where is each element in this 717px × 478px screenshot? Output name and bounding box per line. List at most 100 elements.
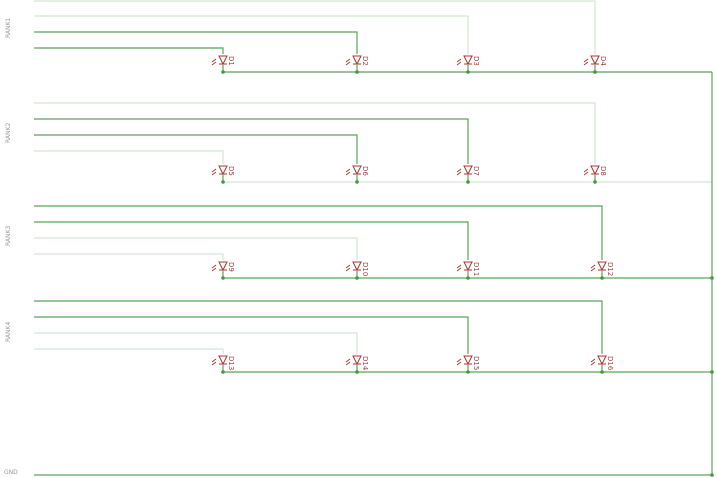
row-wire [34, 332, 358, 354]
junction-dot [466, 276, 470, 280]
led-label: D9 [227, 262, 235, 272]
led-label: D1 [227, 56, 235, 66]
row-wire [34, 205, 603, 260]
led-arrow [211, 358, 217, 363]
led-symbol [456, 355, 473, 366]
led-symbol [590, 355, 607, 366]
led-arrow [456, 58, 462, 63]
led-symbol [345, 55, 362, 66]
junction-dot [593, 70, 597, 74]
led-symbol [456, 55, 473, 66]
led-arrow [590, 358, 596, 363]
junction-dot [466, 70, 470, 74]
led-arrow [345, 61, 351, 66]
junction-dot [710, 276, 714, 280]
led-arrow [211, 171, 217, 176]
junction-dot [600, 370, 604, 374]
led-arrow [345, 361, 351, 366]
led-triangle [590, 55, 600, 66]
led-arrow [583, 61, 589, 66]
junction-dot [600, 276, 604, 280]
net-label-bottom: GND [4, 469, 18, 476]
row-wire [34, 134, 358, 164]
led-triangle [218, 261, 228, 272]
junction-dot [355, 370, 359, 374]
led-label: D6 [361, 166, 369, 176]
junctions-layer [221, 70, 714, 477]
led-label: D5 [227, 166, 235, 176]
led-symbol [211, 165, 228, 176]
net-label-group2: RANK2 [5, 123, 12, 143]
net-label-group4: RANK4 [5, 322, 12, 342]
led-arrow [456, 264, 462, 269]
led-symbol [583, 55, 600, 66]
led-arrow [345, 58, 351, 63]
led-arrow [456, 168, 462, 173]
led-label: D14 [361, 356, 369, 371]
led-arrow [590, 267, 596, 272]
led-label: D2 [361, 56, 369, 66]
led-triangle [352, 261, 362, 272]
led-triangle [218, 55, 228, 66]
led-label: D8 [599, 166, 607, 176]
led-triangle [352, 55, 362, 66]
led-arrow [456, 61, 462, 66]
led-label: D10 [361, 262, 369, 276]
led-arrow [211, 361, 217, 366]
row-wire [34, 102, 596, 164]
led-label: D7 [472, 166, 480, 176]
junction-dot [710, 370, 714, 374]
row-wire [34, 47, 224, 54]
junction-dot [593, 180, 597, 184]
led-triangle [597, 355, 607, 366]
row-wire [34, 237, 358, 260]
led-arrow [211, 267, 217, 272]
led-symbol [345, 165, 362, 176]
led-symbol [590, 261, 607, 272]
junction-dot [466, 370, 470, 374]
led-symbol [211, 355, 228, 366]
row-wire [34, 348, 224, 354]
wires-layer [34, 0, 713, 476]
junction-dot [710, 473, 714, 477]
led-label: D11 [472, 262, 480, 276]
led-arrow [211, 61, 217, 66]
led-arrow [583, 171, 589, 176]
led-arrow [345, 171, 351, 176]
led-arrow [211, 58, 217, 63]
junction-dot [466, 180, 470, 184]
led-triangle [590, 165, 600, 176]
led-arrow [345, 358, 351, 363]
junction-dot [355, 276, 359, 280]
row-wire [34, 316, 469, 354]
led-triangle [463, 261, 473, 272]
led-arrow [583, 58, 589, 63]
led-symbol [583, 165, 600, 176]
led-triangle [218, 355, 228, 366]
led-arrow [211, 264, 217, 269]
junction-dot [221, 370, 225, 374]
led-arrow [583, 168, 589, 173]
led-label: D15 [472, 356, 480, 370]
row-wire [34, 31, 358, 54]
led-symbol [345, 355, 362, 366]
junction-dot [355, 70, 359, 74]
led-triangle [352, 165, 362, 176]
row-wire [34, 221, 469, 260]
led-symbol [456, 261, 473, 272]
led-triangle [218, 165, 228, 176]
row-wire [34, 0, 596, 54]
led-symbol [211, 261, 228, 272]
led-symbol [345, 261, 362, 272]
led-symbol [211, 55, 228, 66]
row-wire [34, 300, 603, 354]
led-triangle [463, 55, 473, 66]
led-arrow [456, 267, 462, 272]
led-arrow [211, 168, 217, 173]
led-label: D16 [606, 356, 614, 371]
led-arrow [456, 358, 462, 363]
led-triangle [463, 355, 473, 366]
led-label: D13 [227, 356, 235, 370]
net-label-group1: RANK1 [5, 18, 12, 38]
